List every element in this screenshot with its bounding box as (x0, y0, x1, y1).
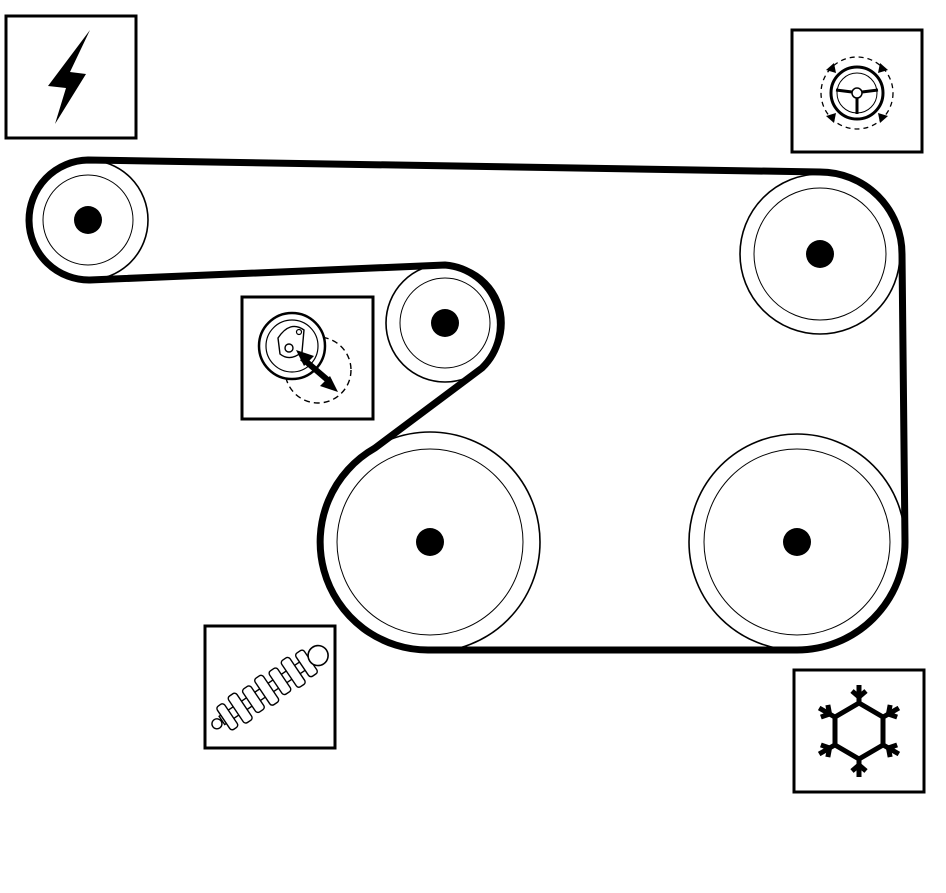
pulley-alternator (27, 159, 149, 281)
crankshaft-icon-box (203, 624, 337, 750)
snowflake-icon (817, 685, 901, 777)
power-steering-icon-box (790, 28, 924, 154)
crankshaft-icon (211, 644, 329, 731)
steering-wheel-icon (820, 56, 894, 130)
lightning-bolt-icon (48, 30, 90, 124)
serpentine-belt (25, 156, 909, 654)
tensioner-icon (257, 311, 352, 404)
pulley-crankshaft (319, 431, 541, 653)
ac-compressor-icon-box (792, 668, 926, 794)
alternator-icon-box (4, 14, 138, 140)
pulley-tensioner (385, 263, 505, 383)
tensioner-icon-box (240, 295, 375, 421)
